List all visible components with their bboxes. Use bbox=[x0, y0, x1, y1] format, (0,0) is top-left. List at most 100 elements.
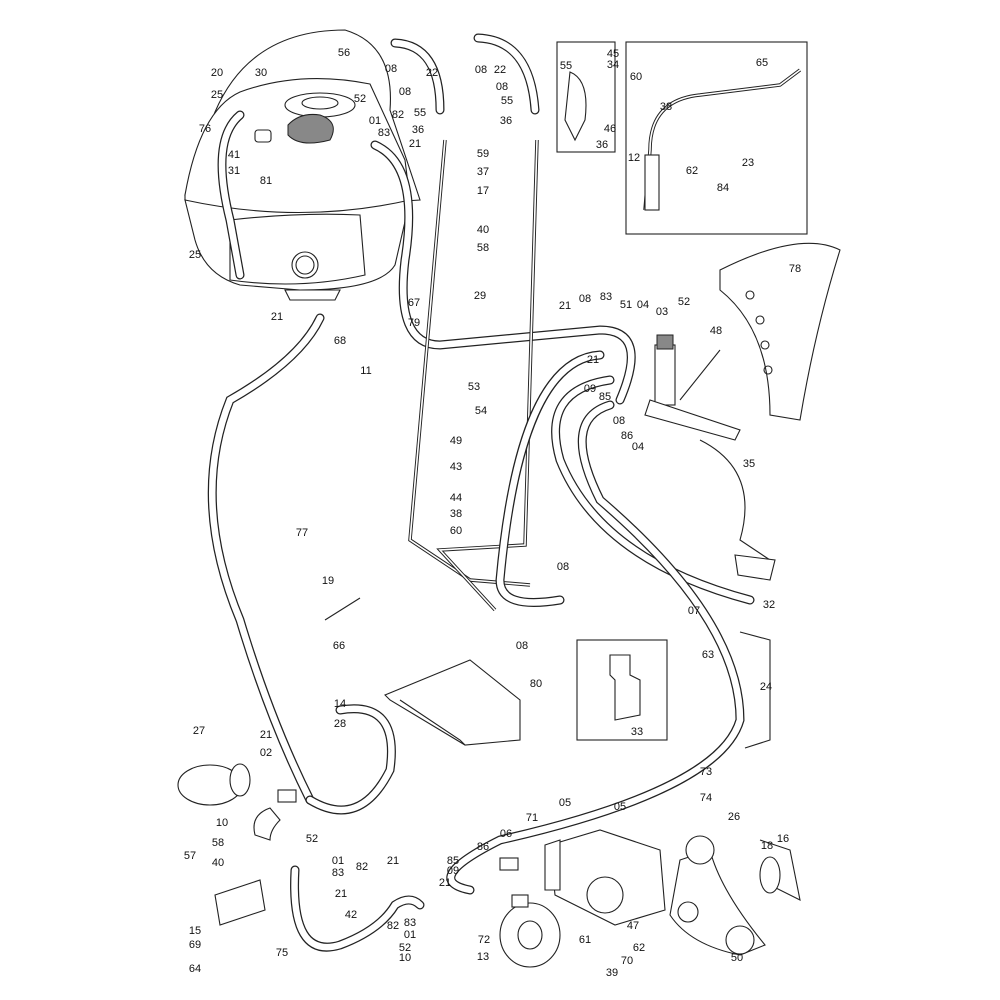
part-callout-label: 85 bbox=[599, 391, 611, 403]
part-callout-label: 20 bbox=[211, 67, 223, 79]
part-callout-label: 06 bbox=[500, 828, 512, 840]
part-callout-label: 12 bbox=[628, 152, 640, 164]
part-callout-label: 77 bbox=[296, 527, 308, 539]
part-callout-label: 79 bbox=[408, 317, 420, 329]
part-callout-label: 53 bbox=[468, 381, 480, 393]
part-callout-label: 69 bbox=[189, 939, 201, 951]
part-callout-label: 18 bbox=[761, 840, 773, 852]
part-callout-label: 23 bbox=[742, 157, 754, 169]
part-callout-label: 25 bbox=[211, 89, 223, 101]
part-callout-label: 60 bbox=[450, 525, 462, 537]
part-callout-label: 29 bbox=[474, 290, 486, 302]
tank bbox=[184, 29, 421, 301]
part-callout-label: 05 bbox=[559, 797, 571, 809]
part-callout-label: 86 bbox=[621, 430, 633, 442]
part-callout-label: 30 bbox=[255, 67, 267, 79]
part-callout-label: 83 bbox=[378, 127, 390, 139]
part-callout-label: 27 bbox=[193, 725, 205, 737]
belt-drive bbox=[669, 835, 801, 956]
part-callout-label: 40 bbox=[212, 857, 224, 869]
part-callout-label: 70 bbox=[621, 955, 633, 967]
part-callout-label: 24 bbox=[760, 681, 772, 693]
part-callout-label: 83 bbox=[404, 917, 416, 929]
part-callout-label: 38 bbox=[660, 101, 672, 113]
part-callout-label: 28 bbox=[334, 718, 346, 730]
part-callout-label: 08 bbox=[557, 561, 569, 573]
part-callout-label: 21 bbox=[260, 729, 272, 741]
part-callout-label: 08 bbox=[385, 63, 397, 75]
part-callout-label: 45 bbox=[607, 48, 619, 60]
part-callout-label: 09 bbox=[447, 865, 459, 877]
part-callout-label: 21 bbox=[559, 300, 571, 312]
part-callout-label: 82 bbox=[392, 109, 404, 121]
part-callout-label: 38 bbox=[450, 508, 462, 520]
part-callout-label: 65 bbox=[756, 57, 768, 69]
part-callout-label: 52 bbox=[399, 942, 411, 954]
part-callout-label: 47 bbox=[627, 920, 639, 932]
part-callout-label: 32 bbox=[763, 599, 775, 611]
part-callout-label: 56 bbox=[338, 47, 350, 59]
part-callout-label: 57 bbox=[184, 850, 196, 862]
part-callout-label: 02 bbox=[260, 747, 272, 759]
part-callout-label: 44 bbox=[450, 492, 462, 504]
part-callout-label: 71 bbox=[526, 812, 538, 824]
part-callout-label: 82 bbox=[387, 920, 399, 932]
part-callout-label: 61 bbox=[579, 934, 591, 946]
part-callout-label: 73 bbox=[700, 766, 712, 778]
part-callout-label: 72 bbox=[478, 934, 490, 946]
part-callout-label: 52 bbox=[354, 93, 366, 105]
part-callout-label: 85 bbox=[447, 855, 459, 867]
part-callout-label: 67 bbox=[408, 297, 420, 309]
part-callout-label: 05 bbox=[614, 801, 626, 813]
part-callout-label: 58 bbox=[212, 837, 224, 849]
part-callout-label: 48 bbox=[710, 325, 722, 337]
part-callout-label: 62 bbox=[686, 165, 698, 177]
part-callout-label: 55 bbox=[560, 60, 572, 72]
part-callout-label: 55 bbox=[501, 95, 513, 107]
part-callout-label: 22 bbox=[426, 67, 438, 79]
part-callout-label: 16 bbox=[777, 833, 789, 845]
part-callout-label: 81 bbox=[260, 175, 272, 187]
part-callout-label: 55 bbox=[414, 107, 426, 119]
inset-box-nozzle bbox=[556, 41, 616, 153]
part-callout-label: 10 bbox=[399, 952, 411, 964]
part-callout-label: 33 bbox=[631, 726, 643, 738]
part-callout-label: 22 bbox=[494, 64, 506, 76]
part-callout-label: 75 bbox=[276, 947, 288, 959]
part-callout-label: 83 bbox=[332, 867, 344, 879]
part-callout-label: 01 bbox=[332, 855, 344, 867]
part-callout-label: 84 bbox=[717, 182, 729, 194]
part-callout-label: 08 bbox=[579, 293, 591, 305]
part-callout-label: 08 bbox=[613, 415, 625, 427]
part-callout-label: 10 bbox=[216, 817, 228, 829]
part-callout-label: 76 bbox=[199, 123, 211, 135]
part-callout-label: 08 bbox=[475, 64, 487, 76]
part-callout-label: 08 bbox=[399, 86, 411, 98]
part-callout-label: 74 bbox=[700, 792, 712, 804]
part-callout-label: 21 bbox=[271, 311, 283, 323]
part-callout-label: 51 bbox=[620, 299, 632, 311]
part-callout-label: 60 bbox=[630, 71, 642, 83]
filter bbox=[177, 763, 297, 841]
part-callout-label: 68 bbox=[334, 335, 346, 347]
part-callout-label: 52 bbox=[678, 296, 690, 308]
part-callout-label: 66 bbox=[333, 640, 345, 652]
part-callout-label: 21 bbox=[409, 138, 421, 150]
part-callout-label: 50 bbox=[731, 952, 743, 964]
part-callout-label: 46 bbox=[604, 123, 616, 135]
part-callout-label: 21 bbox=[587, 354, 599, 366]
part-callout-label: 58 bbox=[477, 242, 489, 254]
part-callout-label: 01 bbox=[369, 115, 381, 127]
part-callout-label: 19 bbox=[322, 575, 334, 587]
part-callout-label: 04 bbox=[632, 441, 644, 453]
part-callout-label: 86 bbox=[477, 841, 489, 853]
part-callout-label: 25 bbox=[189, 249, 201, 261]
part-callout-label: 63 bbox=[702, 649, 714, 661]
part-callout-label: 41 bbox=[228, 149, 240, 161]
part-callout-label: 59 bbox=[477, 148, 489, 160]
part-callout-label: 31 bbox=[228, 165, 240, 177]
part-callout-label: 01 bbox=[404, 929, 416, 941]
part-callout-label: 36 bbox=[500, 115, 512, 127]
part-callout-label: 40 bbox=[477, 224, 489, 236]
